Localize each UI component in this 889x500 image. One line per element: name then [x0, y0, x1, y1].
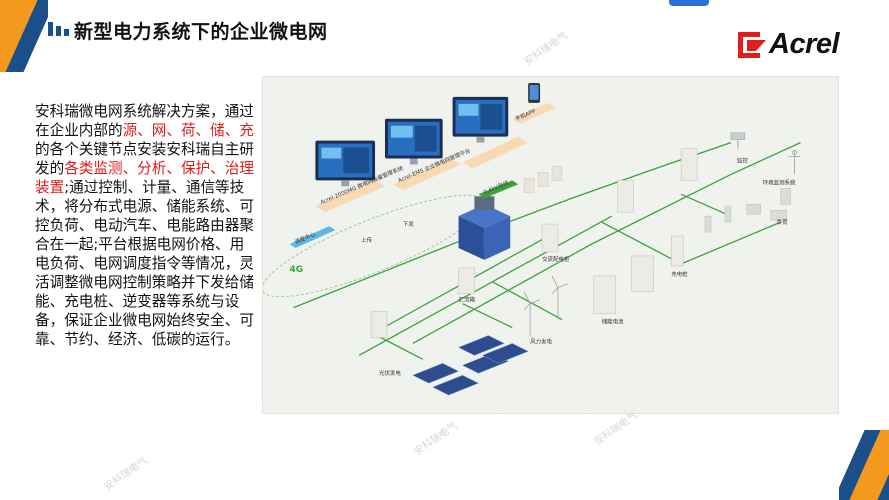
body-highlight: 各类监测、分析、保护、治理装置: [35, 160, 254, 196]
load-devices: [704, 188, 791, 233]
platform-monitors: [315, 82, 541, 187]
label-ac-cabinet: 交流配电柜: [542, 255, 570, 263]
label-upload: 上传: [361, 236, 372, 244]
label-monitor: 监控: [737, 156, 748, 164]
page-title: 新型电力系统下的企业微电网: [74, 21, 328, 43]
body-highlight: 源、网、荷、储、充: [122, 122, 254, 139]
watermark: 安科瑞电气: [102, 455, 150, 493]
dispatch-center: 调度中心 4G: [289, 226, 336, 275]
corner-decoration-top-left: [0, 0, 48, 72]
camera-icon: [730, 132, 746, 149]
transformer: [458, 196, 511, 260]
microgrid-diagram: Acrel-2000MG 微电网能量管理系统 Acrel-EMS 企业微电网管理…: [262, 76, 839, 414]
weather-station-icon: [788, 150, 801, 175]
label-ev: 充电桩: [671, 270, 688, 278]
solar-panels: [412, 335, 529, 396]
label-combiner: 汇流箱: [459, 296, 476, 304]
cabinets: [370, 148, 698, 338]
label-load: 负荷: [777, 218, 788, 226]
acrel-logo: Acrel: [738, 28, 840, 61]
microgrid-diagram-svg: Acrel-2000MG 微电网能量管理系统 Acrel-EMS 企业微电网管理…: [263, 82, 838, 413]
label-4g: 4G: [290, 265, 304, 275]
title-bars-icon: [48, 22, 69, 36]
corner-decoration-bottom-right: [839, 430, 889, 500]
label-wind: 风力发电: [530, 337, 552, 345]
watermark: 安科瑞电气: [412, 420, 460, 458]
body-segment: ;通过控制、计量、通信等技术，将分布式电源、储能系统、可控负荷、电动汽车、电能路…: [35, 179, 254, 348]
logo-text: Acrel: [769, 28, 840, 60]
label-pv: 光伏发电: [379, 369, 401, 377]
top-tab-marker: [669, 0, 709, 6]
label-issue: 下发: [403, 220, 414, 228]
watermark: 安科瑞电气: [522, 30, 570, 68]
wind-turbines: [523, 275, 569, 336]
body-paragraph: 安科瑞微电网系统解决方案，通过在企业内部的源、网、荷、储、充的各个关键节点安装安…: [35, 102, 257, 349]
body-segment: 的各个关键节点安装安科瑞自主研发的: [35, 141, 254, 177]
label-storage: 储能电池: [602, 318, 624, 326]
acrel-logo-mark-icon: [738, 31, 766, 58]
body-segment: 安科瑞微电网系统解决方案，通过在企业内部的: [35, 103, 254, 139]
label-monitor-system: 环境监测系统: [763, 178, 796, 186]
